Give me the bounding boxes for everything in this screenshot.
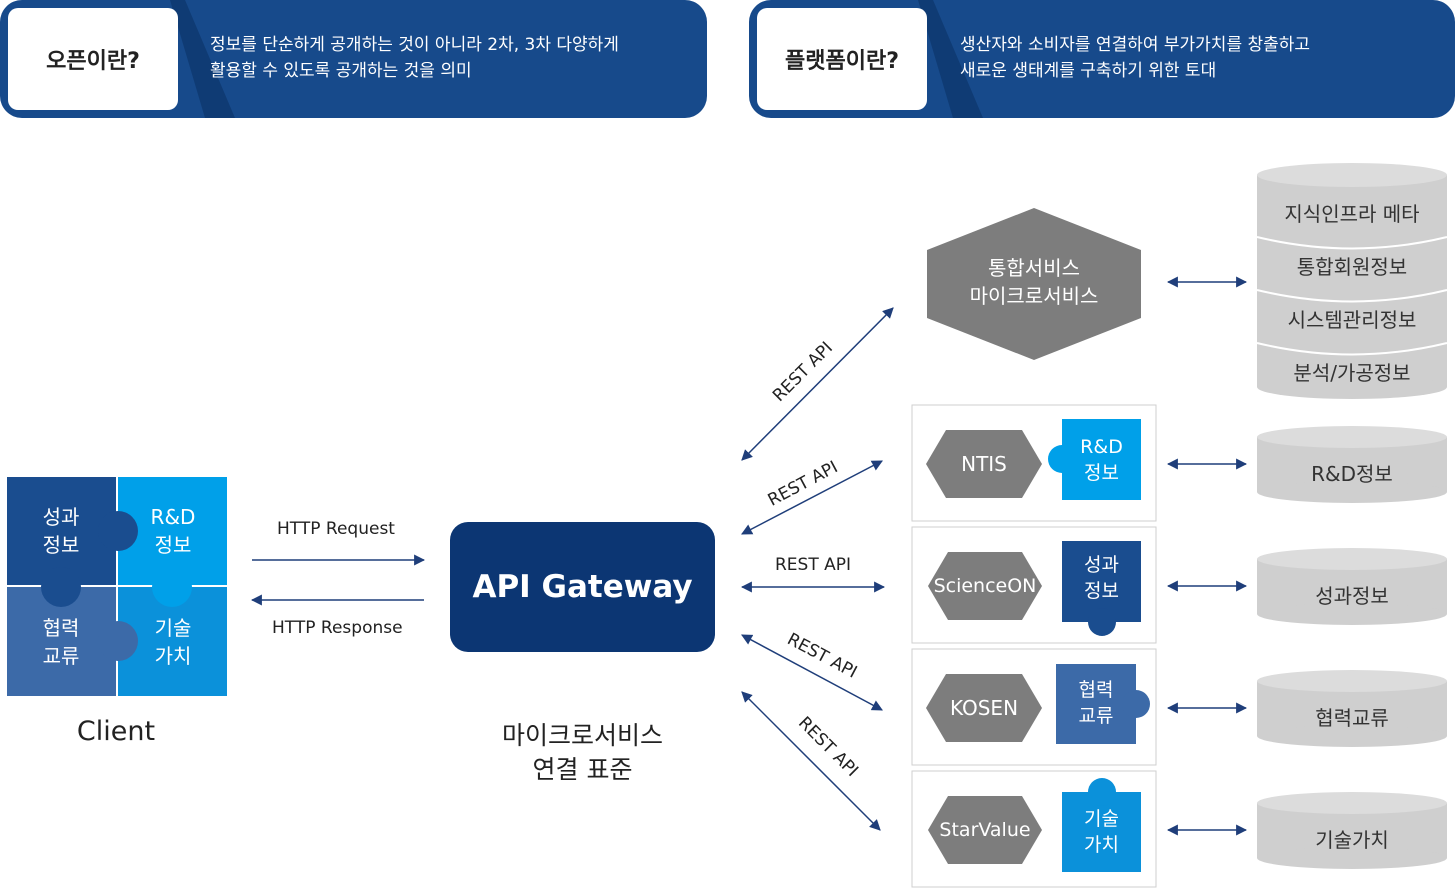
client-piece-cooperation-line-1: 협력 — [42, 616, 80, 640]
client-piece-performance-line-1: 성과 — [42, 505, 80, 529]
platform-description: 생산자와 소비자를 연결하여 부가가치를 창출하고 새로운 생태계를 구축하기 … — [960, 32, 1310, 84]
open-description-line-2: 활용할 수 있도록 공개하는 것을 의미 — [210, 61, 472, 81]
scienceon-puzzle-knob — [1088, 608, 1116, 636]
open-term: 오픈이란? — [8, 8, 178, 110]
gateway-caption: 마이크로서비스 연결 표준 — [460, 719, 705, 787]
client-piece-label-rnd: R&D 정보 — [118, 503, 228, 559]
scienceon-piece-label: 성과 정보 — [1062, 552, 1141, 604]
rest-arrow-starvalue — [741, 691, 881, 831]
db-cooperation — [1257, 670, 1447, 747]
platform-banner-accent — [918, 0, 983, 118]
scienceon-piece-line-2: 정보 — [1084, 580, 1119, 602]
client-piece-label-tech: 기술 가치 — [118, 614, 228, 670]
puzzle-knob-1 — [98, 511, 138, 551]
scienceon-label: ScienceON — [933, 575, 1037, 597]
ntis-piece-line-2: 정보 — [1084, 462, 1119, 484]
db-label-tech-value: 기술가치 — [1315, 828, 1389, 852]
scienceon-piece-line-1: 성과 — [1084, 554, 1119, 576]
puzzle-knob-2 — [152, 567, 192, 607]
client-puzzle — [7, 477, 227, 696]
kosen-piece-line-2: 교류 — [1078, 705, 1114, 727]
db-item-knowledge-meta: 지식인프라 메타 — [1284, 202, 1420, 226]
client-label: Client — [76, 716, 156, 747]
http-response-label: HTTP Response — [272, 618, 403, 638]
http-request-label: HTTP Request — [277, 519, 395, 539]
ntis-piece-line-1: R&D — [1080, 436, 1123, 458]
kosen-puzzle-knob — [1122, 690, 1150, 718]
starvalue-puzzle-knob — [1088, 778, 1116, 806]
puzzle-knob-4 — [98, 621, 138, 661]
db-item-member-info: 통합회원정보 — [1296, 255, 1408, 279]
ntis-hexagon — [926, 430, 1042, 498]
client-piece-label-cooperation: 협력 교류 — [6, 614, 116, 670]
db-tech-value — [1257, 792, 1447, 869]
starvalue-piece-label: 기술 가치 — [1062, 806, 1141, 858]
db-item-analysis-info: 분석/가공정보 — [1293, 361, 1411, 385]
integrated-service-line-1: 통합서비스 — [988, 256, 1080, 280]
puzzle-knob-3 — [41, 567, 81, 607]
platform-description-line-1: 생산자와 소비자를 연결하여 부가가치를 창출하고 — [960, 35, 1311, 55]
kosen-hexagon — [926, 674, 1042, 742]
open-description-line-1: 정보를 단순하게 공개하는 것이 아니라 2차, 3차 다양하게 — [210, 35, 619, 55]
integrated-service-hexagon — [927, 208, 1141, 360]
starvalue-piece-line-2: 가치 — [1084, 834, 1119, 856]
client-piece-tech-line-2: 가치 — [154, 644, 192, 668]
integrated-service-label: 통합서비스 마이크로서비스 — [927, 254, 1141, 310]
kosen-piece-line-1: 협력 — [1078, 679, 1114, 701]
rest-arrow-ntis — [741, 460, 883, 535]
client-piece-rnd-line-1: R&D — [150, 505, 196, 529]
db-performance — [1257, 548, 1447, 625]
client-piece-performance-line-2: 정보 — [42, 533, 80, 557]
rest-arrow-integrated — [741, 307, 894, 461]
db-item-system-info: 시스템관리정보 — [1287, 308, 1417, 332]
client-piece-label-performance: 성과 정보 — [6, 503, 116, 559]
scienceon-hexagon — [928, 552, 1042, 620]
db-rnd — [1257, 426, 1447, 503]
ntis-piece-label: R&D 정보 — [1062, 434, 1141, 486]
integrated-database — [1256, 163, 1448, 399]
open-description: 정보를 단순하게 공개하는 것이 아니라 2차, 3차 다양하게 활용할 수 있… — [210, 32, 619, 84]
puzzle-piece-performance — [7, 477, 116, 585]
starvalue-label: StarValue — [939, 819, 1031, 841]
ntis-puzzle-knob — [1048, 445, 1076, 473]
db-label-rnd: R&D정보 — [1311, 462, 1393, 486]
starvalue-hexagon — [928, 796, 1042, 864]
api-gateway-title: API Gateway — [472, 569, 693, 605]
platform-term: 플랫폼이란? — [757, 8, 927, 110]
starvalue-piece-line-1: 기술 — [1084, 808, 1119, 830]
client-piece-cooperation-line-2: 교류 — [42, 644, 80, 668]
db-label-performance: 성과정보 — [1315, 584, 1389, 608]
kosen-piece-label: 협력 교류 — [1056, 677, 1136, 729]
platform-description-line-2: 새로운 생태계를 구축하기 위한 토대 — [960, 61, 1217, 81]
api-gateway-box — [450, 522, 715, 652]
ntis-label: NTIS — [961, 452, 1007, 476]
open-banner-accent — [170, 0, 235, 118]
kosen-label: KOSEN — [949, 696, 1019, 720]
integrated-service-line-2: 마이크로서비스 — [969, 284, 1099, 308]
gateway-caption-line-2: 연결 표준 — [532, 755, 633, 784]
gateway-caption-line-1: 마이크로서비스 — [501, 721, 663, 750]
db-label-cooperation: 협력교류 — [1315, 706, 1389, 730]
client-piece-rnd-line-2: 정보 — [154, 533, 192, 557]
client-piece-tech-line-1: 기술 — [154, 616, 192, 640]
rest-label-scienceon: REST API — [774, 555, 852, 575]
